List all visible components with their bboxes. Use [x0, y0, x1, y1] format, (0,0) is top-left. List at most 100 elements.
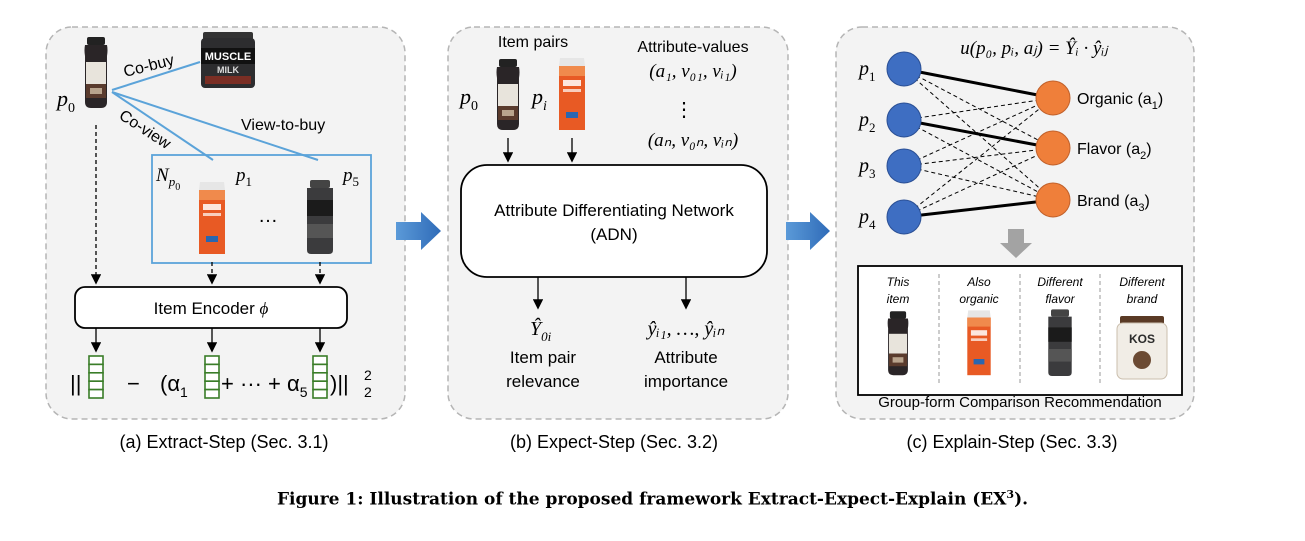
group-product-brand: KOS — [1116, 316, 1168, 380]
relevance-label-1: Item pair — [510, 348, 576, 367]
relevance-label-2: relevance — [506, 372, 580, 391]
strong-edge — [903, 67, 1054, 100]
importance-scores: ŷᵢ₁, …, ŷᵢₙ — [646, 318, 726, 340]
p0-label: p0 — [55, 86, 75, 116]
neighbor-ellipsis: … — [258, 205, 278, 227]
item-node-label: p2 — [857, 109, 876, 135]
item-encoder-box — [74, 286, 348, 329]
group-label-line1: Different — [1037, 275, 1083, 289]
panel-a-caption: (a) Extract-Step (Sec. 3.1) — [119, 432, 328, 452]
strong-edge — [903, 118, 1054, 150]
encoder-input-arrows — [90, 125, 326, 285]
attribute-node-label: Flavor (a2) — [1077, 141, 1152, 162]
adn-label-line2: (ADN) — [590, 225, 637, 244]
attribute-tuple-vdots: ⋮ — [674, 99, 694, 121]
group-label-line2: organic — [959, 292, 998, 306]
product-p0-image — [84, 37, 108, 108]
item-node-label: p3 — [857, 155, 876, 181]
embedding-vector — [88, 355, 104, 399]
bipartite-edges — [903, 67, 1054, 219]
figure-caption: Figure 1: Illustration of the proposed f… — [276, 488, 1029, 510]
p5-label: p5 — [341, 165, 359, 189]
np0-label: Np0 — [155, 165, 180, 193]
item-encoder-label: Item Encoder ϕ — [154, 299, 269, 318]
group-form-caption: Group-form Comparison Recommendation — [878, 394, 1161, 411]
svg-text:−: − — [127, 371, 140, 396]
group-label-line1: Also — [966, 275, 991, 289]
product-p5-image — [307, 180, 333, 254]
attribute-node-label: Organic (a1) — [1077, 91, 1163, 112]
svg-text:(α1: (α1 — [160, 371, 188, 400]
importance-label-1: Attribute — [654, 348, 717, 367]
item-node-label: p1 — [857, 58, 876, 84]
product-p1-image — [199, 182, 225, 254]
attribute-tuple-first: (a₁, v₀₁, vᵢ₁) — [649, 61, 736, 82]
weak-edge — [903, 68, 1054, 149]
p1-label: p1 — [234, 165, 252, 189]
encoder-output-arrows — [90, 328, 326, 353]
flow-arrow-b-to-c — [786, 212, 830, 250]
item-nodes: p1 p2 p3 p4 — [857, 51, 922, 235]
panel-c-caption: (c) Explain-Step (Sec. 3.3) — [906, 432, 1117, 452]
item-pairs-label: Item pairs — [498, 34, 568, 51]
svg-text:MILK: MILK — [217, 65, 239, 75]
attribute-nodes: Organic (a1) Flavor (a2) Brand (a3) — [1035, 80, 1163, 218]
group-column-labels: ThisitemAlsoorganicDifferentflavorDiffer… — [887, 275, 1166, 306]
group-dividers — [938, 274, 1101, 386]
down-arrow — [1000, 229, 1032, 258]
weak-edge — [903, 97, 1054, 218]
product-cobuy-image: MUSCLE MILK — [201, 32, 255, 88]
adn-input-arrows — [502, 138, 578, 163]
svg-text:)||: )|| — [330, 371, 349, 396]
item-node-label: p4 — [857, 206, 876, 232]
strong-edge — [903, 198, 1054, 219]
view-to-buy-label: View-to-buy — [241, 117, 325, 134]
flow-arrow-a-to-b — [396, 212, 441, 250]
group-product-this — [887, 311, 909, 376]
figure-caption-superscript: 3 — [1006, 488, 1015, 501]
product-pi-pair-image — [559, 58, 585, 130]
item-node — [886, 199, 922, 235]
neighbor-set-box — [151, 154, 372, 264]
weak-edge — [903, 165, 1054, 201]
attribute-node — [1035, 80, 1071, 116]
relevance-score: Ŷ0i — [530, 317, 552, 344]
svg-text:+ ··· + α5: + ··· + α5 — [221, 371, 308, 400]
group-label-line2: item — [887, 292, 910, 306]
importance-label-2: importance — [644, 372, 728, 391]
attribute-tuple-last: (aₙ, v₀ₙ, vᵢₙ) — [648, 130, 738, 151]
weak-edge — [903, 147, 1054, 218]
weak-edge — [903, 97, 1054, 167]
attribute-values-label: Attribute-values — [637, 39, 748, 56]
group-product-flavor — [1048, 309, 1072, 376]
item-node — [886, 51, 922, 87]
pair-pi-label: pi — [530, 84, 547, 114]
group-label-line1: This — [887, 275, 910, 289]
distance-formula: || − (α1 + ··· + α5 )|| 2 2 — [70, 367, 372, 400]
pair-p0-label: p0 — [458, 84, 478, 114]
figure-canvas: p0 MUSCLE MILK Co-buy Co-view View-to-bu… — [45, 26, 1195, 452]
svg-text:2: 2 — [364, 367, 372, 383]
group-product-organic — [967, 310, 991, 376]
adn-output-arrows — [532, 277, 692, 310]
attribute-node-label: Brand (a3) — [1077, 193, 1150, 214]
svg-text:KOS: KOS — [1129, 332, 1155, 346]
svg-text:2: 2 — [364, 384, 372, 400]
item-node — [886, 148, 922, 184]
utility-formula: u(p₀, pᵢ, aⱼ) = Ŷᵢ · ŷᵢⱼ — [960, 37, 1109, 59]
svg-text:MUSCLE: MUSCLE — [205, 51, 251, 63]
panel-b-caption: (b) Expect-Step (Sec. 3.2) — [510, 432, 718, 452]
attribute-node — [1035, 130, 1071, 166]
relation-lines — [111, 61, 319, 161]
group-label-line1: Different — [1119, 275, 1165, 289]
item-node — [886, 102, 922, 138]
weak-edge — [903, 119, 1054, 201]
embedding-vector — [312, 355, 328, 399]
attribute-node — [1035, 182, 1071, 218]
svg-text:||: || — [70, 371, 81, 396]
group-label-line2: brand — [1127, 292, 1158, 306]
embedding-vectors — [88, 355, 328, 399]
product-p0-pair-image — [496, 59, 520, 130]
embedding-vector — [204, 355, 220, 399]
adn-label-line1: Attribute Differentiating Network — [494, 201, 734, 220]
